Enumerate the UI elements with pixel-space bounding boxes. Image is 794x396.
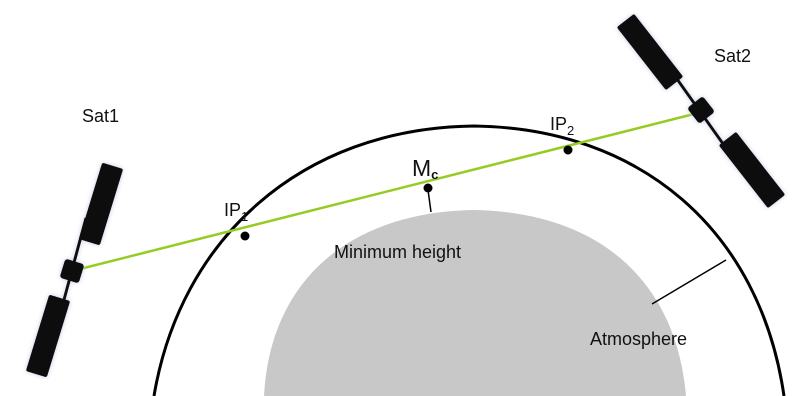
signal-path-line: [71, 111, 699, 273]
ip2-label: IP2: [550, 114, 574, 138]
ip2-label-base: IP: [550, 114, 567, 134]
sat1-label: Sat1: [82, 106, 119, 126]
mc-label-subscript: c: [431, 167, 438, 182]
mc-label: Mc: [412, 155, 438, 182]
satellite-1-icon: [26, 163, 123, 377]
ip2-label-subscript: 2: [567, 123, 574, 138]
mc-point: [423, 183, 433, 193]
earth-dome: [264, 210, 686, 396]
ip2-point: [563, 145, 573, 155]
ip1-label-subscript: 1: [241, 209, 248, 224]
ip1-label-base: IP: [224, 200, 241, 220]
atmosphere-boundary: [152, 124, 786, 396]
ip1-point: [240, 231, 250, 241]
minimum-height-label: Minimum height: [334, 242, 461, 262]
sat2-label: Sat2: [714, 46, 751, 66]
minimum-height-tick: [427, 189, 432, 213]
atmosphere-thickness-tick: [651, 259, 727, 305]
mc-label-base: M: [412, 155, 431, 181]
ip1-label: IP1: [224, 200, 248, 224]
atmosphere-label: Atmosphere: [590, 329, 687, 349]
satellite-2-icon: [617, 14, 785, 208]
